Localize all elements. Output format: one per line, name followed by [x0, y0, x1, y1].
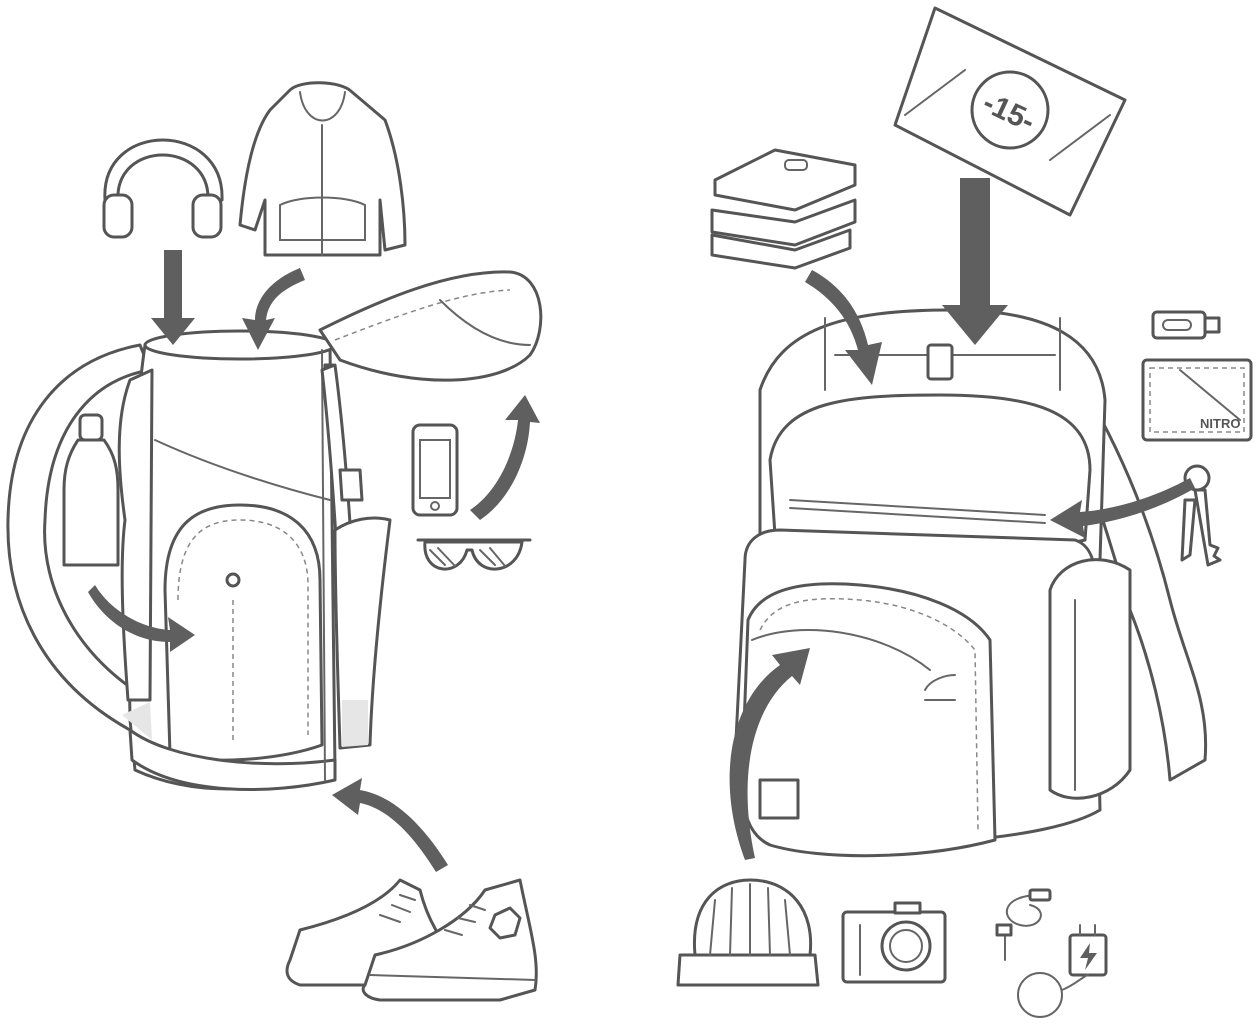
curved-arrow-icon — [729, 648, 810, 860]
books-icon — [710, 148, 857, 270]
camera-icon — [841, 901, 947, 984]
sneakers-icon — [285, 878, 538, 1002]
wallet-icon: NITRO — [1141, 358, 1253, 442]
hoodie-icon — [238, 81, 407, 257]
charger-cable-icon — [995, 888, 1108, 1018]
right-backpack — [733, 308, 1208, 858]
curved-arrow-icon — [805, 270, 882, 385]
curved-arrow-icon — [1050, 478, 1195, 538]
arrow-down-icon — [942, 178, 1008, 345]
wallet-brand-text: NITRO — [1200, 416, 1240, 431]
usb-stick-icon — [1151, 310, 1221, 340]
sunglasses-icon — [416, 538, 532, 571]
keys-icon — [1180, 464, 1222, 567]
curved-arrow-icon — [332, 778, 448, 872]
beanie-icon — [676, 878, 820, 987]
laptop-icon: -15- — [893, 6, 1127, 217]
smartphone-icon — [411, 423, 459, 517]
curved-arrow-icon — [88, 585, 195, 652]
left-backpack — [6, 270, 543, 792]
right-arrows — [729, 178, 1195, 860]
headphones-icon — [102, 138, 224, 239]
water-bottle-icon — [62, 413, 120, 567]
curved-arrow-icon — [470, 395, 540, 520]
arrow-down-icon — [151, 250, 195, 345]
curved-arrow-icon — [242, 268, 305, 350]
left-arrows — [88, 250, 540, 872]
